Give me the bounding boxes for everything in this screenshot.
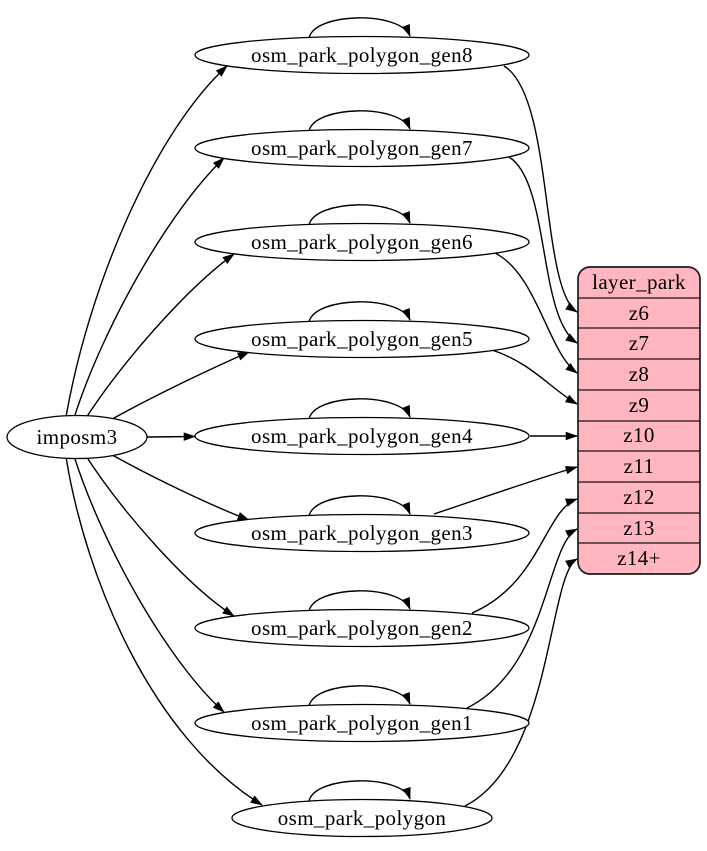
imposm3-ellipse [6, 414, 148, 460]
node-osm-park-polygon-gen3: osm_park_polygon_gen3 [194, 513, 530, 553]
gen7-ellipse [194, 128, 530, 168]
edge-imposm3-to-gen5 [97, 351, 250, 428]
node-osm-park-polygon-gen8: osm_park_polygon_gen8 [194, 35, 530, 75]
edge-gen6-to-z8 [494, 252, 578, 374]
edge-imposm3-to-gen4 [146, 432, 196, 441]
edge-imposm3-to-gen7 [73, 157, 225, 419]
gen3-ellipse [194, 513, 530, 553]
self-loop-gen6 [308, 204, 411, 226]
self-loop-edges [308, 17, 411, 802]
edge-imposm3-to-gen1 [73, 455, 225, 713]
self-loop-gen3 [308, 495, 411, 517]
node-imposm3: imposm3 [6, 414, 148, 460]
edge-gen1-to-z13 [466, 528, 578, 709]
self-loop-polygon [308, 780, 411, 802]
gen3-label: osm_park_polygon_gen3 [251, 521, 473, 545]
self-loop-gen7 [308, 110, 411, 132]
row-z12: z12 [623, 485, 655, 509]
edge-gen2-to-z12 [471, 498, 578, 614]
gen4-ellipse [194, 416, 530, 456]
gen5-ellipse [194, 319, 530, 359]
edges-from-imposm3 [65, 65, 263, 806]
self-loop-gen5 [308, 301, 411, 323]
node-osm-park-polygon-gen4: osm_park_polygon_gen4 [194, 416, 530, 456]
node-layer-park: layer_park z6 z7 z8 z9 z10 z11 z12 z13 z… [577, 266, 701, 575]
row-z14plus: z14+ [617, 546, 661, 570]
node-osm-park-polygon-gen1: osm_park_polygon_gen1 [194, 703, 530, 743]
gen6-label: osm_park_polygon_gen6 [251, 230, 473, 254]
gen7-label: osm_park_polygon_gen7 [251, 136, 473, 160]
edge-imposm3-to-gen8 [65, 65, 228, 418]
gen1-ellipse [194, 703, 530, 743]
row-z7: z7 [629, 331, 650, 355]
node-osm-park-polygon-gen2: osm_park_polygon_gen2 [194, 608, 530, 648]
self-loop-gen2 [308, 590, 411, 612]
gen4-label: osm_park_polygon_gen4 [251, 424, 473, 448]
row-z11: z11 [624, 454, 655, 478]
row-z10: z10 [623, 423, 655, 447]
layer-park-header: layer_park [592, 270, 686, 294]
self-loop-gen4 [308, 398, 411, 420]
row-z8: z8 [629, 362, 650, 386]
node-osm-park-polygon-gen7: osm_park_polygon_gen7 [194, 128, 530, 168]
gen5-label: osm_park_polygon_gen5 [251, 327, 473, 351]
edge-polygon-to-z14 [464, 558, 578, 807]
gen2-label: osm_park_polygon_gen2 [251, 616, 473, 640]
row-z6: z6 [629, 301, 650, 325]
row-z9: z9 [629, 393, 650, 417]
polygon-ellipse [231, 798, 493, 838]
polygon-label: osm_park_polygon [278, 806, 447, 830]
gen8-label: osm_park_polygon_gen8 [251, 43, 473, 67]
edge-imposm3-to-gen6 [83, 253, 235, 422]
gen6-ellipse [194, 222, 530, 262]
node-osm-park-polygon: osm_park_polygon [231, 798, 493, 838]
edge-gen3-to-z11 [433, 466, 578, 515]
edge-imposm3-to-gen2 [83, 452, 235, 617]
gen1-label: osm_park_polygon_gen1 [251, 711, 473, 735]
edge-gen7-to-z7 [508, 156, 578, 344]
imposm3-label: imposm3 [37, 425, 118, 449]
node-osm-park-polygon-gen6: osm_park_polygon_gen6 [194, 222, 530, 262]
edges-to-layer-park [433, 65, 578, 807]
edge-imposm3-to-polygon [65, 456, 263, 806]
gen8-ellipse [194, 35, 530, 75]
edge-gen8-to-z6 [503, 65, 578, 313]
row-z13: z13 [623, 516, 655, 540]
edge-gen5-to-z9 [491, 349, 578, 405]
node-osm-park-polygon-gen5: osm_park_polygon_gen5 [194, 319, 530, 359]
gen2-ellipse [194, 608, 530, 648]
self-loop-gen1 [308, 685, 411, 707]
edge-imposm3-to-gen3 [97, 446, 250, 521]
self-loop-gen8 [308, 17, 411, 39]
